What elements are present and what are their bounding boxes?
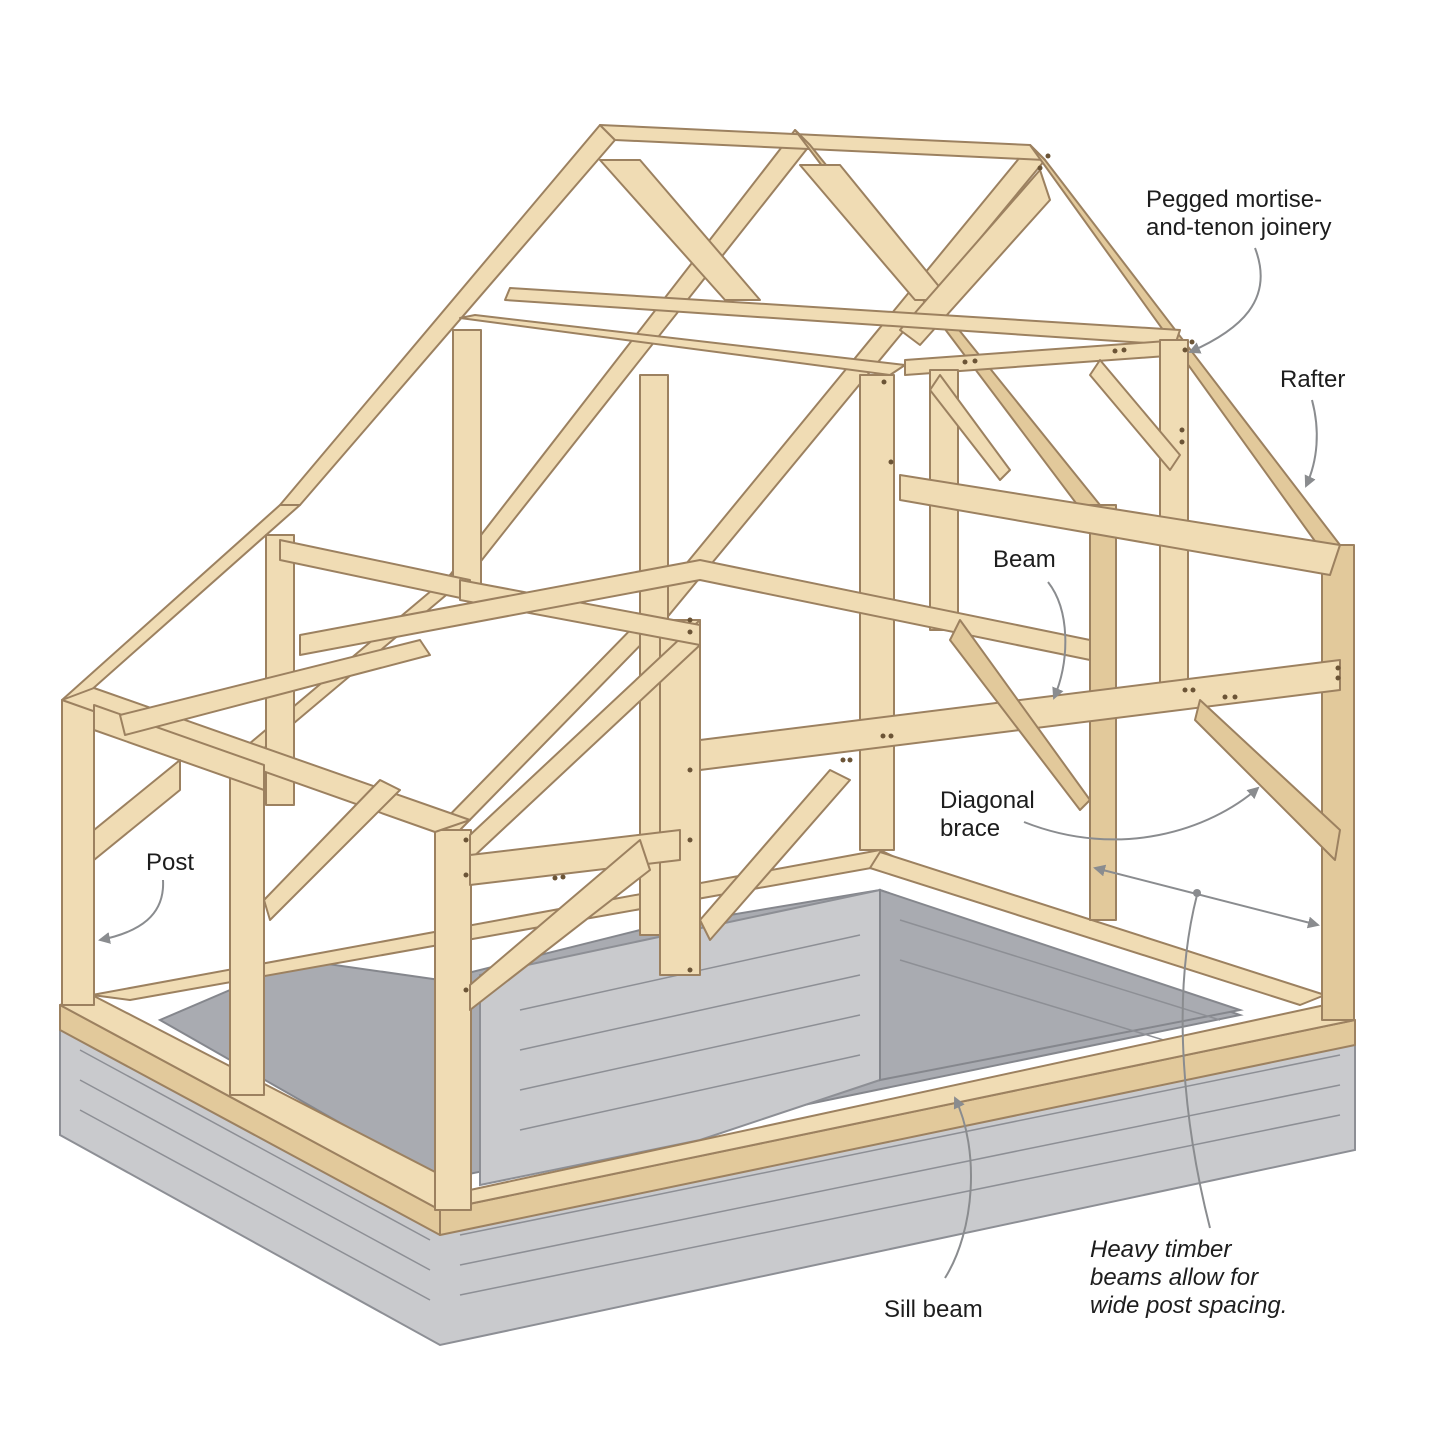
diagonal-brace-line-1: Diagonal [940, 787, 1035, 814]
sill-beam-label: Sill beam [884, 1296, 983, 1323]
sill-beam-leader [944, 1096, 973, 1279]
diagonal-braces [93, 359, 1341, 1011]
rafter-leader [1304, 399, 1318, 488]
pegs [463, 153, 1341, 993]
post-spacing-dimension [1093, 864, 1320, 929]
post-label: Post [146, 849, 195, 876]
beam-label: Beam [993, 546, 1056, 573]
diagonal-brace-line-2: brace [940, 815, 1001, 842]
sill-beams [59, 849, 1356, 1236]
diagonal-brace-leader [1023, 786, 1260, 841]
post-leader [98, 879, 165, 944]
heavy-timber-line-2: beams allow for [1090, 1264, 1259, 1291]
heavy-timber-note: Heavy timber beams allow for wide post s… [1090, 1236, 1287, 1320]
heavy-timber-leader [1181, 894, 1211, 1229]
pegged-joinery-line-1: Pegged mortise- [1146, 186, 1323, 213]
beam-leader [1047, 581, 1067, 700]
pegged-joinery-leader [1188, 247, 1262, 354]
rafter-label: Rafter [1280, 366, 1346, 393]
heavy-timber-line-3: wide post spacing. [1090, 1292, 1288, 1319]
diagonal-brace-label: Diagonal brace [940, 787, 1035, 843]
pegged-joinery-label: Pegged mortise- and-tenon joinery [1146, 186, 1331, 242]
pegged-joinery-line-2: and-tenon joinery [1146, 214, 1332, 241]
heavy-timber-line-1: Heavy timber [1090, 1236, 1232, 1263]
leader-lines [98, 247, 1320, 1279]
posts [61, 329, 1355, 1211]
